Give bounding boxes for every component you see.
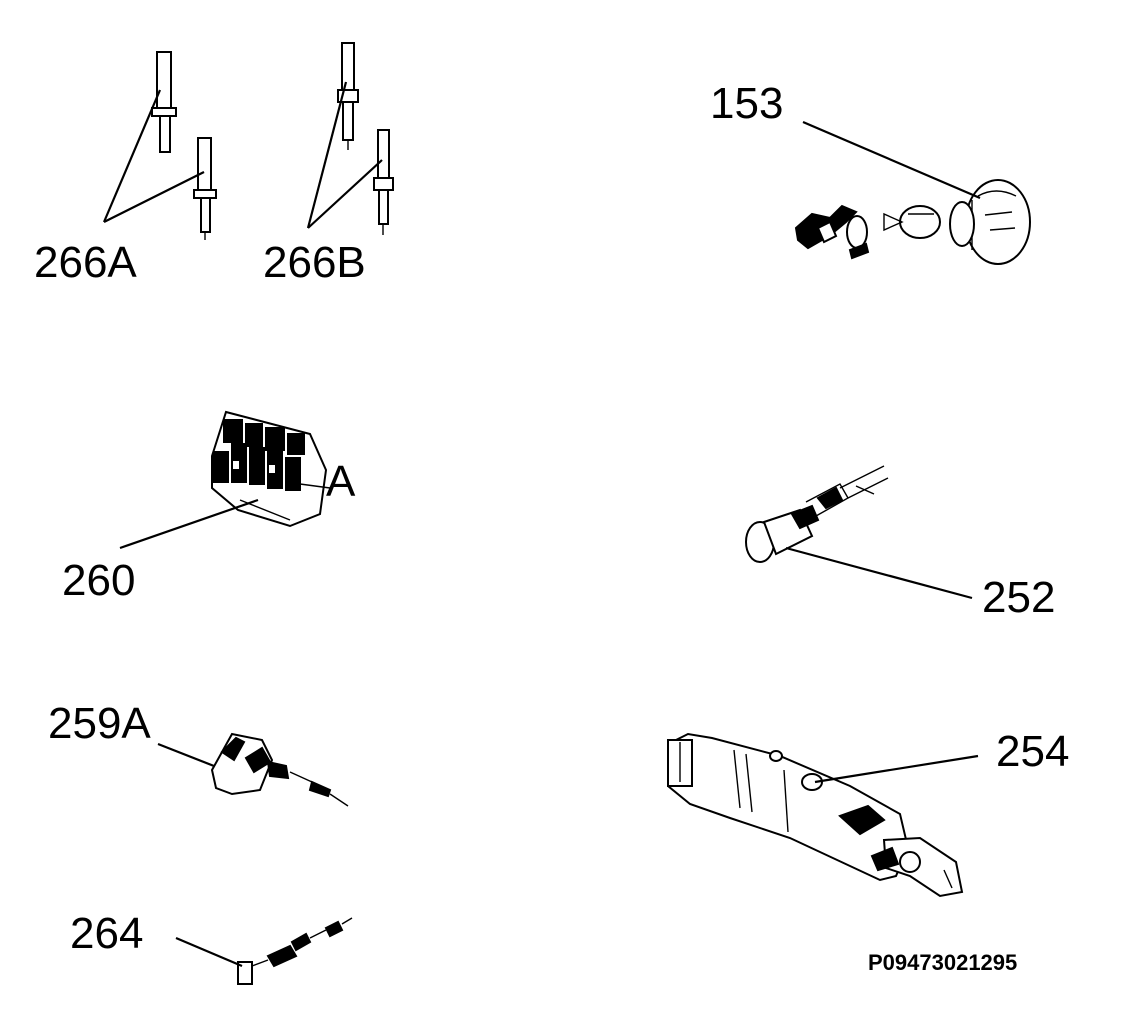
part-266b-electrodes — [337, 42, 394, 235]
leader-254 — [814, 754, 979, 784]
part-252-lamp-holder — [745, 465, 889, 563]
label-259a: 259A — [48, 699, 151, 748]
leader-266a — [102, 89, 205, 223]
label-266a: 266A — [34, 238, 137, 287]
part-260-switch-block — [211, 410, 331, 528]
part-254-tube-assembly — [667, 732, 964, 898]
leader-153 — [802, 120, 981, 200]
part-266a-electrodes — [151, 51, 217, 240]
leader-252 — [785, 546, 973, 600]
part-264-sensor — [237, 917, 353, 985]
leader-264 — [175, 936, 243, 968]
leader-260 — [119, 498, 259, 550]
label-260-a: A — [326, 457, 356, 506]
drawing-code: P09473021295 — [868, 950, 1017, 975]
label-260: 260 — [62, 556, 135, 605]
label-153: 153 — [710, 79, 783, 128]
part-153-knob — [794, 179, 1031, 265]
label-252: 252 — [982, 573, 1055, 622]
label-266b: 266B — [263, 238, 366, 287]
label-254: 254 — [996, 727, 1069, 776]
label-264: 264 — [70, 909, 143, 958]
leader-266b — [306, 81, 383, 229]
part-259a-switch — [210, 732, 349, 807]
leader-259a — [157, 742, 215, 768]
